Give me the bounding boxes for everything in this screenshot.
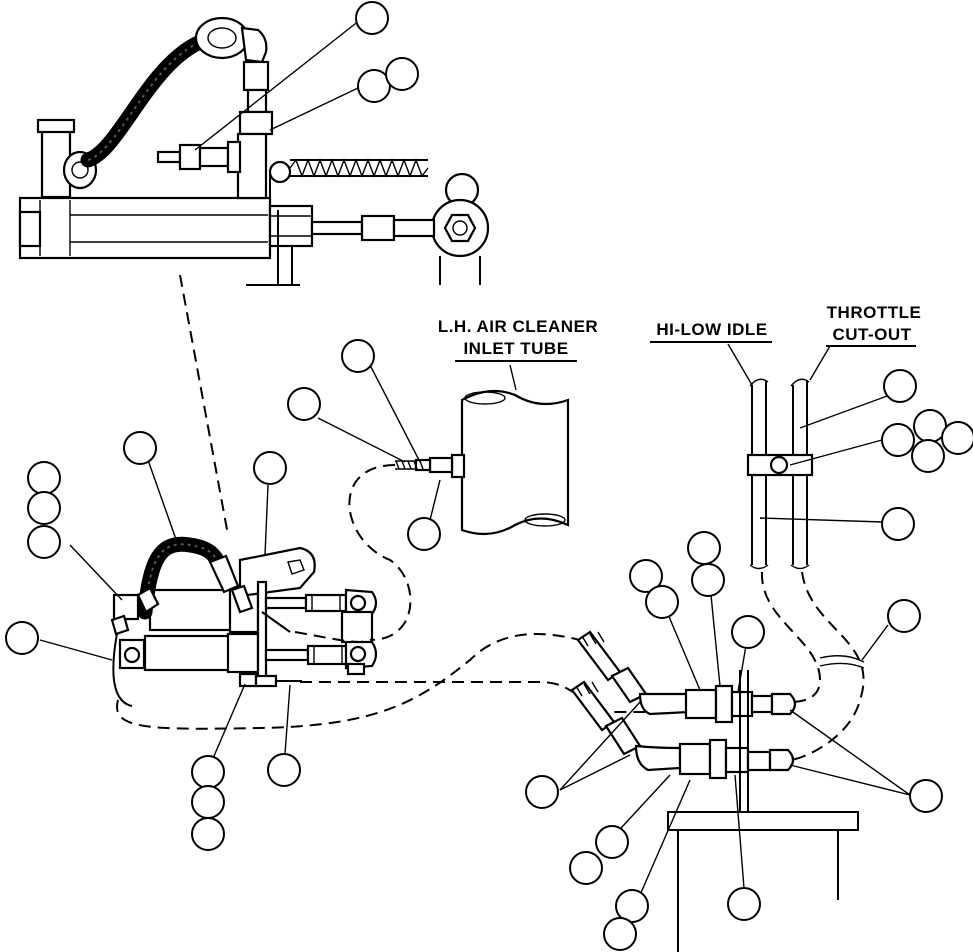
detail-cylinder-body bbox=[18, 196, 272, 260]
lower-cylinder-assembly bbox=[110, 536, 378, 707]
detail-spring bbox=[289, 158, 429, 178]
callout-bubble-b4 bbox=[341, 339, 375, 373]
callout-bubble-b12 bbox=[5, 621, 39, 655]
callout-bubble-b17 bbox=[883, 369, 917, 403]
callout-bubble-b16 bbox=[267, 753, 301, 787]
callout-bubble-b5 bbox=[287, 387, 321, 421]
callout-bubble-b20 bbox=[881, 423, 915, 457]
air-cleaner-tube bbox=[395, 364, 570, 536]
callout-bubbles bbox=[5, 1, 973, 951]
control-cables bbox=[727, 343, 831, 570]
detail-hose bbox=[80, 32, 213, 168]
dashed-cable-loop bbox=[116, 633, 581, 730]
callout-bubble-b15 bbox=[191, 817, 225, 851]
mounting-stand bbox=[667, 811, 859, 831]
callout-bubble-b28 bbox=[731, 615, 765, 649]
callout-bubble-b21 bbox=[911, 439, 945, 473]
callout-bubble-b29 bbox=[525, 775, 559, 809]
valve-assembly bbox=[570, 630, 859, 952]
projection-line bbox=[179, 274, 229, 536]
hi-low-idle-label: HI-LOW IDLE bbox=[656, 320, 767, 339]
callout-bubble-b26 bbox=[629, 559, 663, 593]
callout-bubble-b13 bbox=[191, 755, 225, 789]
callout-bubble-b31 bbox=[595, 825, 629, 859]
dashed-cable-throttle bbox=[789, 571, 865, 761]
throttle-label-line2: CUT-OUT bbox=[832, 325, 911, 344]
callout-bubble-b24 bbox=[687, 531, 721, 565]
callout-bubble-b10 bbox=[27, 491, 61, 525]
callout-bubble-b30 bbox=[909, 779, 943, 813]
detail-view-assembly bbox=[18, 16, 490, 286]
lower-bracket-plate bbox=[238, 546, 316, 598]
callout-bubble-b34 bbox=[603, 917, 637, 951]
callout-bubble-b22 bbox=[881, 507, 915, 541]
callout-bubble-b6 bbox=[407, 517, 441, 551]
callout-bubble-b27 bbox=[645, 585, 679, 619]
callout-bubble-b32 bbox=[569, 851, 603, 885]
dashed-cable-upper-valve bbox=[300, 681, 660, 713]
callout-bubble-b3 bbox=[385, 57, 419, 91]
dashed-cable-hilow bbox=[760, 571, 822, 703]
callout-bubble-b19 bbox=[941, 421, 973, 455]
callout-bubble-b14 bbox=[191, 785, 225, 819]
callout-bubble-b35 bbox=[727, 887, 761, 921]
callout-bubble-b9 bbox=[27, 461, 61, 495]
callout-bubble-b8 bbox=[253, 451, 287, 485]
dashed-cable-air bbox=[348, 464, 412, 641]
callout-bubble-b11 bbox=[27, 525, 61, 559]
dashed-cable-short bbox=[294, 631, 371, 643]
callout-bubble-b25 bbox=[691, 563, 725, 597]
callout-bubble-b7 bbox=[123, 431, 157, 465]
callout-bubble-b23 bbox=[887, 599, 921, 633]
air-cleaner-label-line2: INLET TUBE bbox=[463, 339, 568, 358]
air-cleaner-label-line1: L.H. AIR CLEANER bbox=[438, 317, 598, 336]
throttle-label-line1: THROTTLE bbox=[827, 303, 922, 322]
callout-bubble-b1 bbox=[355, 1, 389, 35]
